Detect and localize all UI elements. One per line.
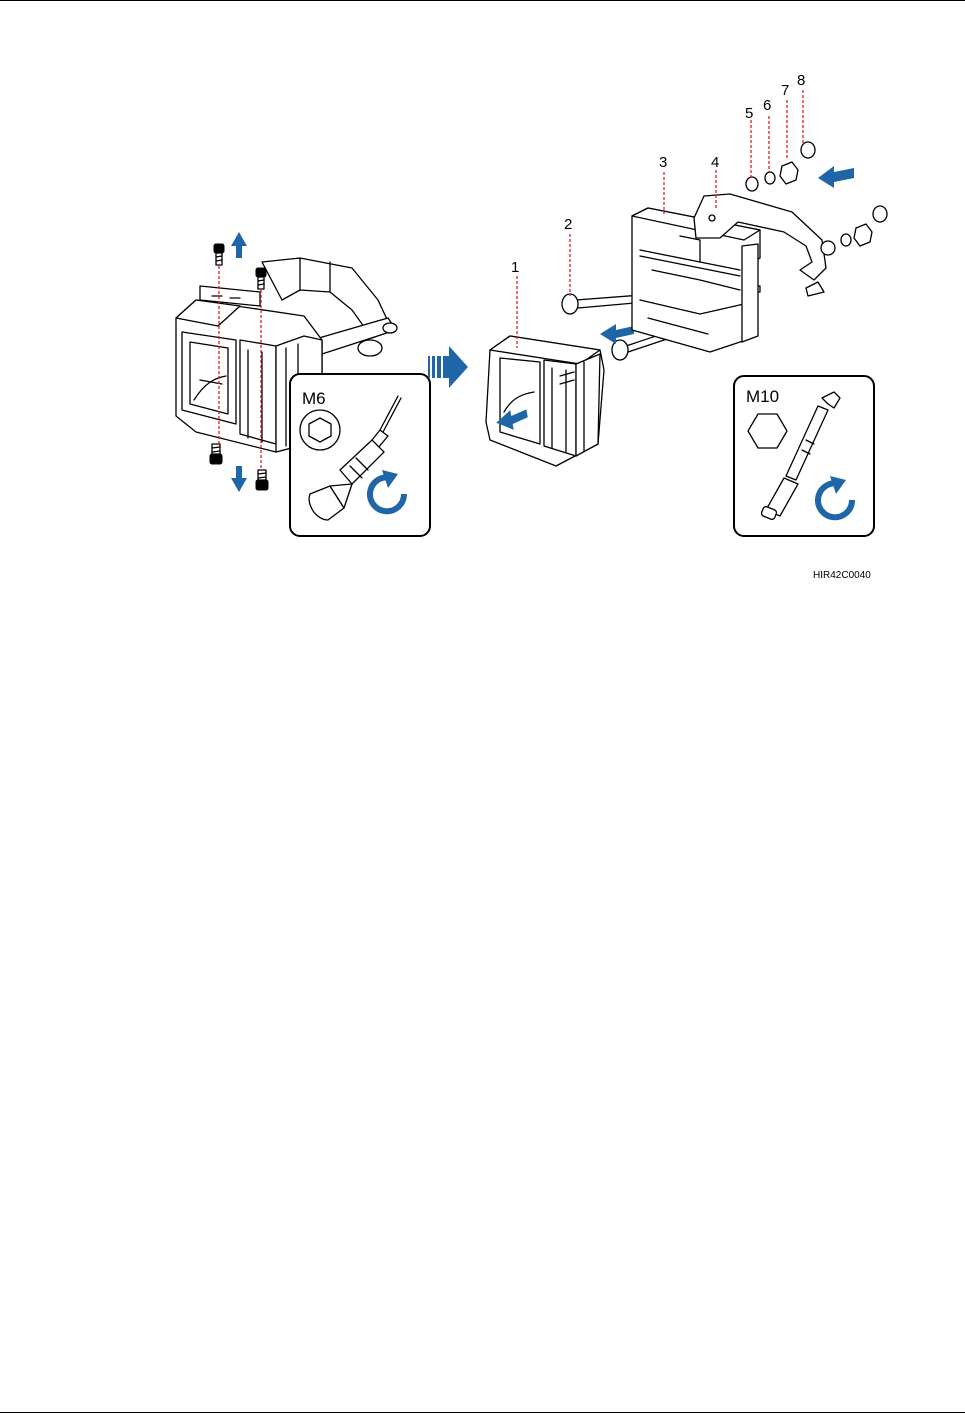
hex-socket-icon [300,410,340,450]
callout-5: 5 [745,105,753,122]
screwdriver-tool-panel: M6 [290,374,430,536]
fastener-set-top [746,142,815,191]
fastener-arrow [818,166,854,188]
callout-4: 4 [711,154,719,171]
callout-7: 7 [781,82,789,99]
wrench-size-label: M10 [746,387,779,406]
callout-8: 8 [797,72,805,89]
footer-rule [0,1412,965,1413]
callout-1: 1 [511,259,519,276]
callout-3: 3 [659,154,667,171]
wrench-tool-panel: M10 [734,376,874,536]
step-arrow [428,346,468,388]
disassembly-diagram: M6 [0,0,965,620]
part-1-box [486,336,604,466]
screwdriver-size-label: M6 [302,389,326,408]
fastener-set-bottom [821,206,887,255]
callout-2: 2 [564,216,572,233]
callout-6: 6 [763,97,771,114]
figure-id: HIR42C0040 [813,570,871,581]
